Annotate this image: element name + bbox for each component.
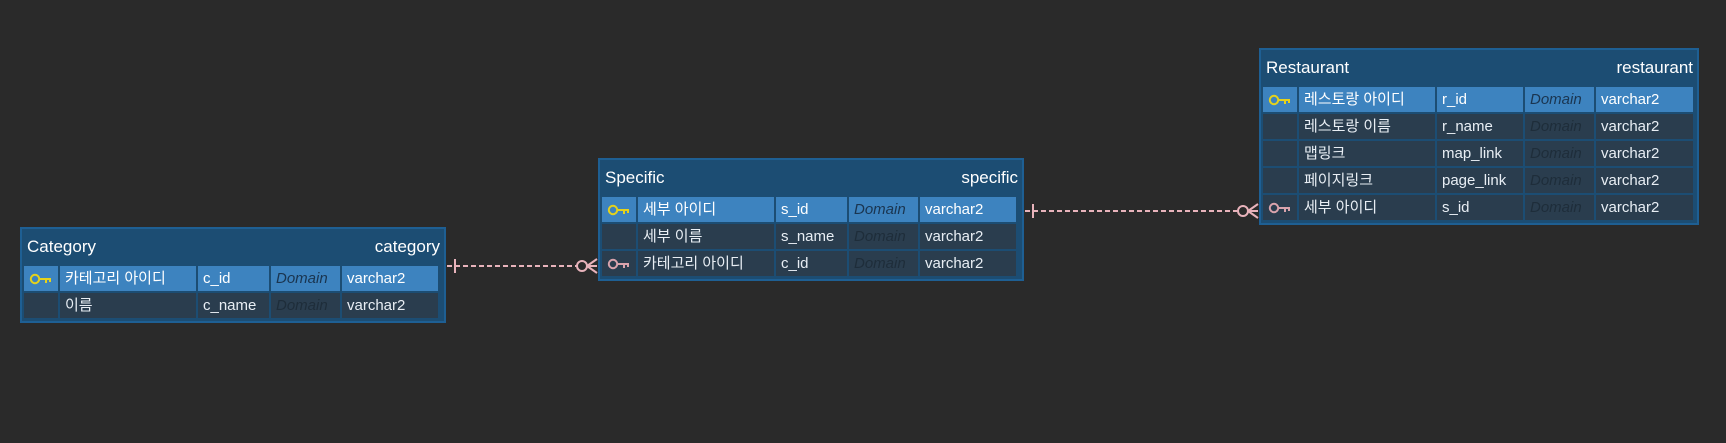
foreign-key-icon [1263,195,1297,220]
entity-table-name: category [374,237,440,256]
column-label: 세부 아이디 [638,197,774,222]
column-physical-name: s_name [776,224,847,249]
column-label: 세부 이름 [638,224,774,249]
empty-key-cell [24,293,58,318]
empty-key-cell [1263,114,1297,139]
column-physical-name: c_id [198,266,269,291]
column-domain: Domain [849,197,918,222]
column-row[interactable]: 레스토랑 아이디 r_id Domain varchar2 [1263,86,1695,113]
column-domain: Domain [1525,87,1594,112]
column-domain: Domain [1525,141,1594,166]
entity-category[interactable]: Category category 카테고리 아이디 c_id Domain v… [20,227,446,323]
column-label: 맵링크 [1299,141,1435,166]
column-row[interactable]: 세부 아이디 s_id Domain varchar2 [1263,194,1695,221]
column-physical-name: r_name [1437,114,1523,139]
column-type: varchar2 [920,197,1016,222]
column-label: 레스토랑 이름 [1299,114,1435,139]
column-label: 이름 [60,293,196,318]
entity-restaurant[interactable]: Restaurant restaurant 레스토랑 아이디 r_id Doma… [1259,48,1699,225]
column-domain: Domain [849,224,918,249]
empty-key-cell [602,224,636,249]
column-type: varchar2 [1596,195,1693,220]
empty-key-cell [1263,168,1297,193]
column-physical-name: c_id [776,251,847,276]
column-physical-name: c_name [198,293,269,318]
column-row[interactable]: 세부 아이디 s_id Domain varchar2 [602,196,1020,223]
relationship-specific-restaurant[interactable] [1025,203,1259,219]
column-physical-name: page_link [1437,168,1523,193]
column-row[interactable]: 카테고리 아이디 c_id Domain varchar2 [602,250,1020,277]
entity-name: Specific [605,168,665,187]
many-marker [586,258,598,274]
entity-specific[interactable]: Specific specific 세부 아이디 s_id Domain var… [598,158,1024,281]
column-label: 레스토랑 아이디 [1299,87,1435,112]
column-domain: Domain [271,266,340,291]
column-row[interactable]: 페이지링크 page_link Domain varchar2 [1263,167,1695,194]
column-type: varchar2 [920,251,1016,276]
primary-key-icon [602,197,636,222]
column-label: 세부 아이디 [1299,195,1435,220]
column-domain: Domain [1525,114,1594,139]
column-type: varchar2 [1596,168,1693,193]
entity-name: Category [27,237,96,256]
column-domain: Domain [849,251,918,276]
column-label: 카테고리 아이디 [638,251,774,276]
entity-header[interactable]: Category category [22,229,444,265]
zero-marker [576,260,588,272]
column-domain: Domain [271,293,340,318]
column-row[interactable]: 레스토랑 이름 r_name Domain varchar2 [1263,113,1695,140]
primary-key-icon [24,266,58,291]
column-physical-name: map_link [1437,141,1523,166]
column-physical-name: s_id [1437,195,1523,220]
column-row[interactable]: 이름 c_name Domain varchar2 [24,292,442,319]
column-row[interactable]: 맵링크 map_link Domain varchar2 [1263,140,1695,167]
column-physical-name: r_id [1437,87,1523,112]
column-label: 페이지링크 [1299,168,1435,193]
entity-table-name: restaurant [1616,58,1693,77]
entity-header[interactable]: Restaurant restaurant [1261,50,1697,86]
column-type: varchar2 [920,224,1016,249]
column-domain: Domain [1525,195,1594,220]
column-type: varchar2 [342,293,438,318]
column-label: 카테고리 아이디 [60,266,196,291]
zero-marker [1237,205,1249,217]
column-type: varchar2 [1596,141,1693,166]
column-row[interactable]: 카테고리 아이디 c_id Domain varchar2 [24,265,442,292]
column-type: varchar2 [1596,114,1693,139]
column-row[interactable]: 세부 이름 s_name Domain varchar2 [602,223,1020,250]
relationship-category-specific[interactable] [447,258,598,274]
entity-name: Restaurant [1266,58,1350,77]
column-physical-name: s_id [776,197,847,222]
many-marker [1247,203,1259,219]
column-type: varchar2 [342,266,438,291]
entity-header[interactable]: Specific specific [600,160,1022,196]
column-domain: Domain [1525,168,1594,193]
foreign-key-icon [602,251,636,276]
column-type: varchar2 [1596,87,1693,112]
empty-key-cell [1263,141,1297,166]
primary-key-icon [1263,87,1297,112]
entity-table-name: specific [961,168,1018,187]
